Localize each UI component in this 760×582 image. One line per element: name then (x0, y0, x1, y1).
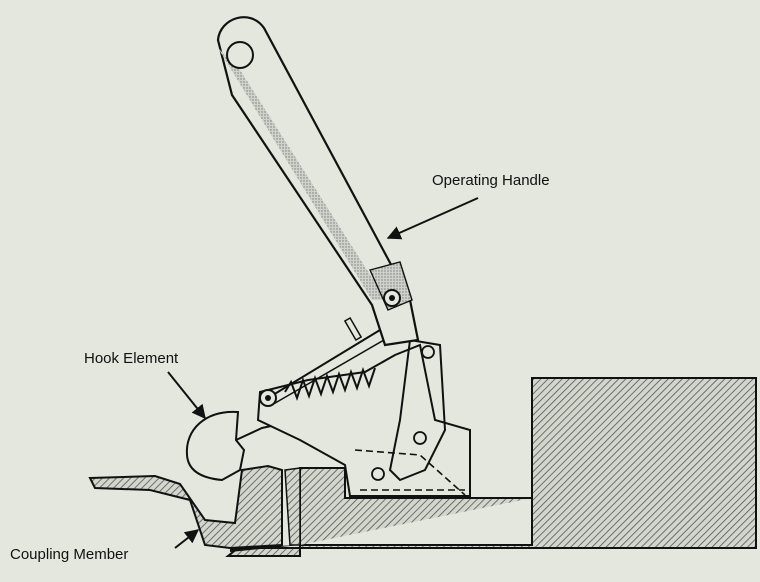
operating-handle (216, 16, 420, 347)
hook-element-arrow (167, 371, 206, 420)
base-block (225, 377, 757, 557)
hook-element-label: Hook Element (84, 350, 179, 367)
spring (259, 316, 385, 407)
coupling-member-arrow (174, 529, 200, 549)
coupling-member (88, 464, 301, 550)
operating-handle-label: Operating Handle (432, 172, 550, 189)
coupling-member-label: Coupling Member (10, 546, 129, 563)
operating-handle-arrow (386, 197, 479, 240)
